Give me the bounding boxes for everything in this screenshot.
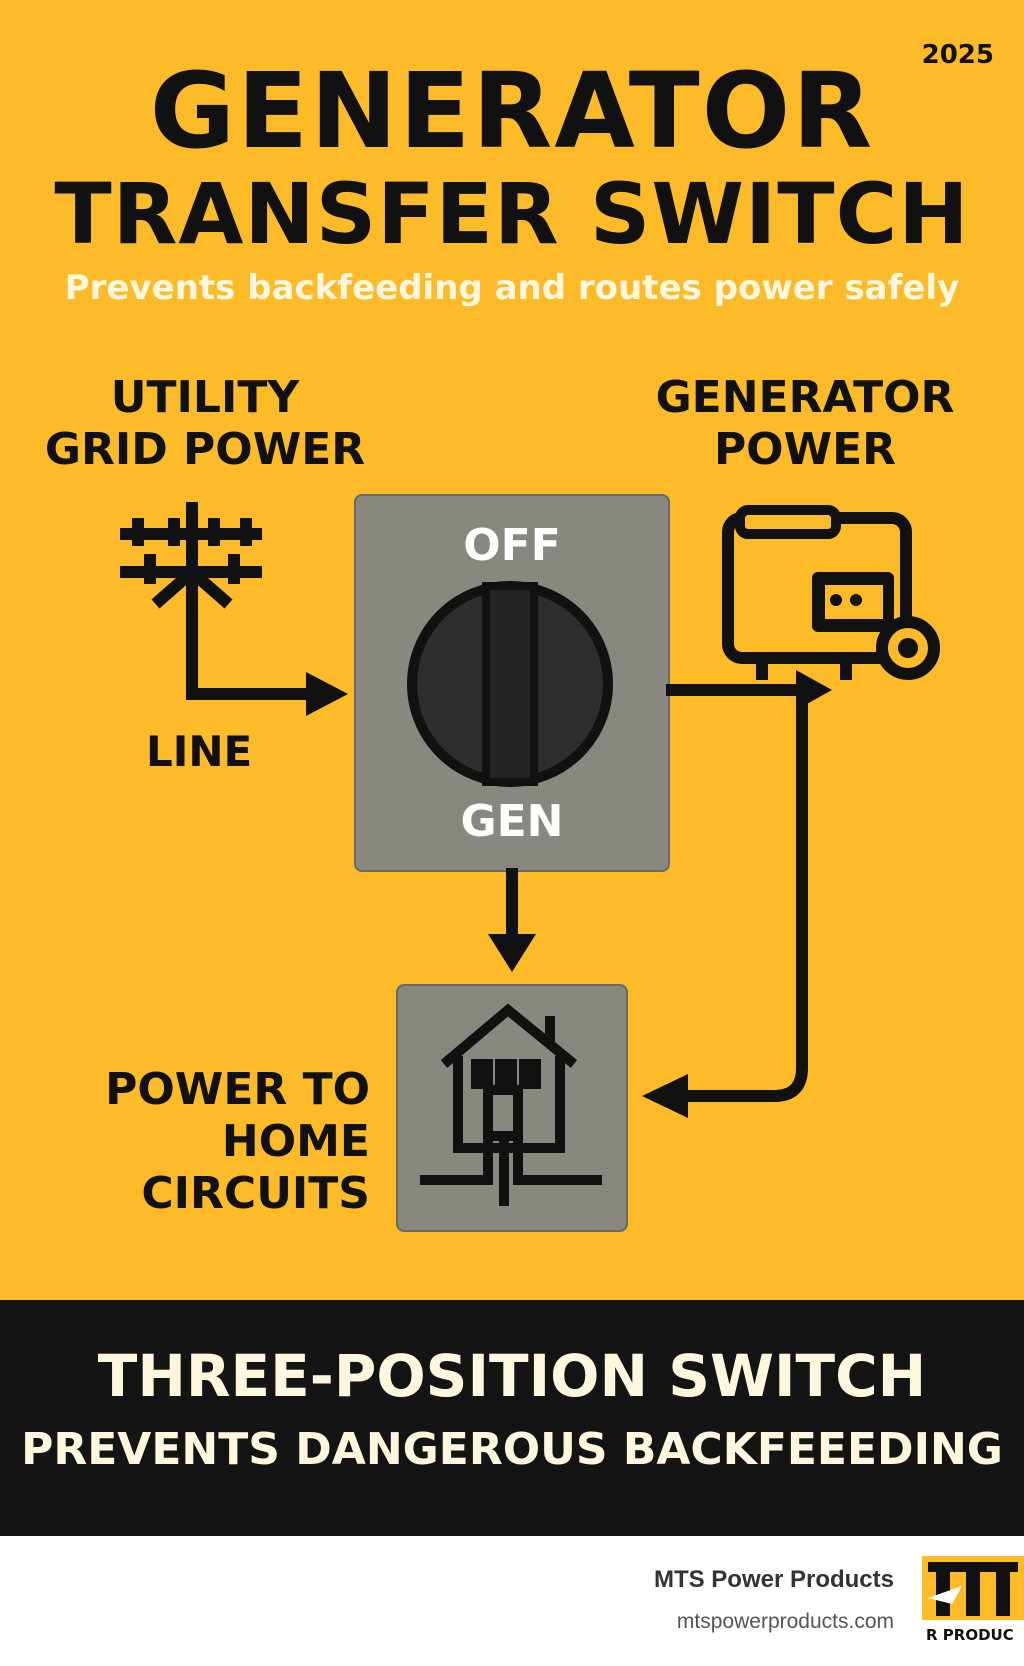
switch-off-label: OFF [463,520,561,571]
line-label: LINE [146,727,253,776]
footer: MTS Power Products mtspowerproducts.com … [0,1536,1024,1666]
switch-to-home-arrow-icon [488,868,536,972]
generator-label-line-1: GENERATOR [655,372,955,423]
home-label-line-3: CIRCUITS [141,1168,370,1219]
generator-label: GENERATOR POWER [640,372,970,476]
year-label: 2025 [921,40,994,70]
mts-logo: R PRODUC [922,1556,1024,1646]
home-circuits-label: POWER TO HOME CIRCUITS [90,1064,370,1220]
banner-subline: PREVENTS DANGEROUS BACKFEEEDING [21,1424,1003,1475]
line-feed-arrow-icon [186,672,348,716]
bottom-banner: THREE-POSITION SWITCH PREVENTS DANGEROUS… [0,1300,1024,1536]
home-label-line-1: POWER TO [105,1064,370,1115]
switch-gen-label: GEN [460,796,564,847]
utility-pole-icon [120,502,262,694]
home-panel [396,984,628,1232]
utility-label-line-1: UTILITY [110,372,300,423]
generator-icon [722,505,940,680]
rotary-switch-icon [407,581,613,787]
brand-name: MTS Power Products [653,1566,894,1593]
title-line-1: GENERATOR [149,50,875,172]
subtitle: Prevents backfeeding and routes power sa… [64,268,960,308]
logo-text: R PRODUC [926,1626,1014,1644]
poster: 2025 GENERATOR TRANSFER SWITCH Prevents … [0,0,1024,1536]
diagram-graphics [120,502,940,1206]
generator-label-line-2: POWER [713,424,897,475]
generator-feed-arrow-icon [642,690,808,1118]
home-label-line-2: HOME [221,1116,370,1167]
utility-label: UTILITY GRID POWER [40,372,370,476]
title-line-2: TRANSFER SWITCH [54,165,970,263]
utility-label-line-2: GRID POWER [44,424,366,475]
banner-headline: THREE-POSITION SWITCH [97,1342,927,1410]
house-icon [420,1003,602,1206]
brand-url[interactable]: mtspowerproducts.com [676,1610,894,1633]
